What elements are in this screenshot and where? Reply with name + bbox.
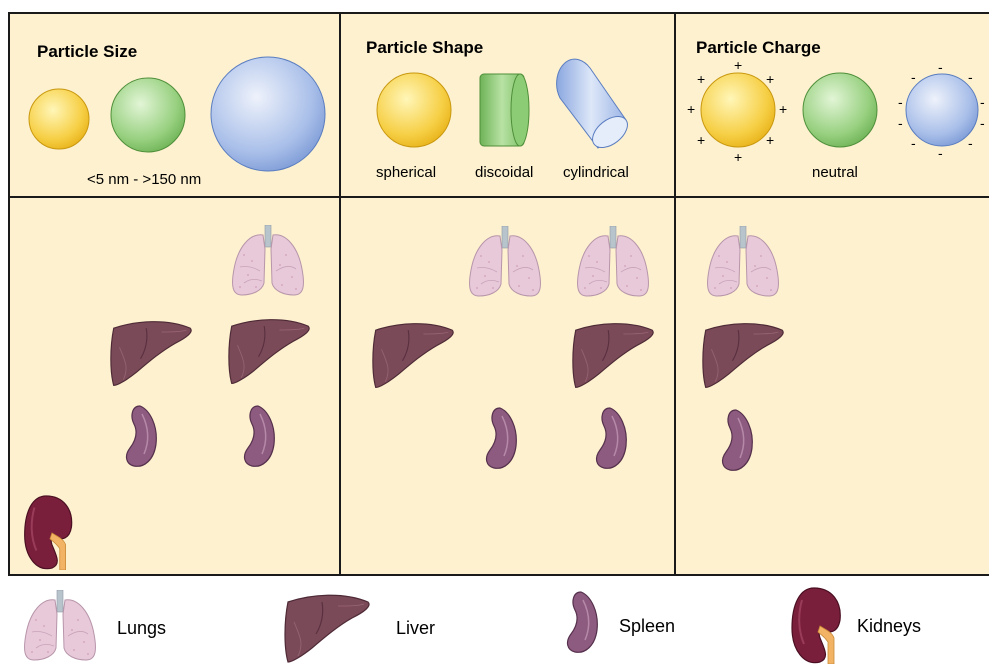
- small-yellow-sphere: [28, 88, 90, 150]
- legend-liver-icon: [282, 592, 372, 664]
- grid-top-border: [8, 12, 989, 14]
- spherical-caption: spherical: [376, 164, 436, 181]
- positive-sign: +: [766, 133, 774, 147]
- medium-green-sphere: [110, 77, 186, 153]
- cylindrical-caption: cylindrical: [563, 164, 629, 181]
- negative-sign: -: [911, 136, 916, 150]
- cylindrical-particle: [552, 58, 632, 154]
- positive-sign: +: [687, 102, 695, 116]
- legend-kidney-icon: [790, 586, 846, 664]
- lungs-icon: [575, 226, 651, 298]
- neutral-caption: neutral: [812, 164, 858, 181]
- shape-panel-title: Particle Shape: [366, 38, 483, 58]
- legend-lungs-label: Lungs: [117, 618, 166, 639]
- lungs-icon: [230, 225, 306, 297]
- negative-sign: -: [968, 70, 973, 84]
- negative-sign: -: [980, 95, 985, 109]
- grid-bottom-border: [8, 574, 989, 576]
- liver-icon: [700, 320, 786, 390]
- liver-icon: [370, 320, 456, 390]
- grid-left-border: [8, 12, 10, 576]
- kidney-icon: [22, 494, 78, 570]
- spleen-icon: [240, 404, 280, 470]
- negative-sign: -: [938, 146, 943, 160]
- positive-sign: +: [734, 58, 742, 72]
- legend-spleen-label: Spleen: [619, 616, 675, 637]
- legend-liver-label: Liver: [396, 618, 435, 639]
- grid-col-divider-1: [339, 12, 341, 576]
- spherical-particle: [376, 72, 452, 148]
- negative-sign: -: [968, 136, 973, 150]
- grid-row-divider: [8, 196, 989, 198]
- positive-sign: +: [697, 133, 705, 147]
- positive-charged-sphere: [700, 72, 776, 148]
- legend-kidneys-label: Kidneys: [857, 616, 921, 637]
- size-panel-title: Particle Size: [37, 42, 137, 62]
- charge-panel-title: Particle Charge: [696, 38, 821, 58]
- negative-sign: -: [938, 60, 943, 74]
- spleen-icon: [592, 406, 632, 472]
- negative-sign: -: [898, 95, 903, 109]
- discoidal-particle: [478, 68, 532, 152]
- spleen-icon: [482, 406, 522, 472]
- positive-sign: +: [766, 72, 774, 86]
- discoidal-caption: discoidal: [475, 164, 533, 181]
- positive-sign: +: [734, 150, 742, 164]
- positive-sign: +: [779, 102, 787, 116]
- negative-sign: -: [980, 116, 985, 130]
- grid-col-divider-2: [674, 12, 676, 576]
- liver-icon: [108, 318, 194, 388]
- positive-sign: +: [697, 72, 705, 86]
- negative-sign: -: [898, 116, 903, 130]
- size-range-caption: <5 nm - >150 nm: [87, 171, 201, 188]
- spleen-icon: [122, 404, 162, 470]
- liver-icon: [570, 320, 656, 390]
- large-blue-sphere: [210, 56, 326, 172]
- spleen-icon: [718, 408, 758, 474]
- neutral-sphere: [802, 72, 878, 148]
- negative-sign: -: [911, 70, 916, 84]
- legend-lungs-icon: [22, 590, 98, 662]
- lungs-icon: [467, 226, 543, 298]
- legend-spleen-icon: [563, 590, 603, 656]
- liver-icon: [226, 316, 312, 386]
- lungs-icon: [705, 226, 781, 298]
